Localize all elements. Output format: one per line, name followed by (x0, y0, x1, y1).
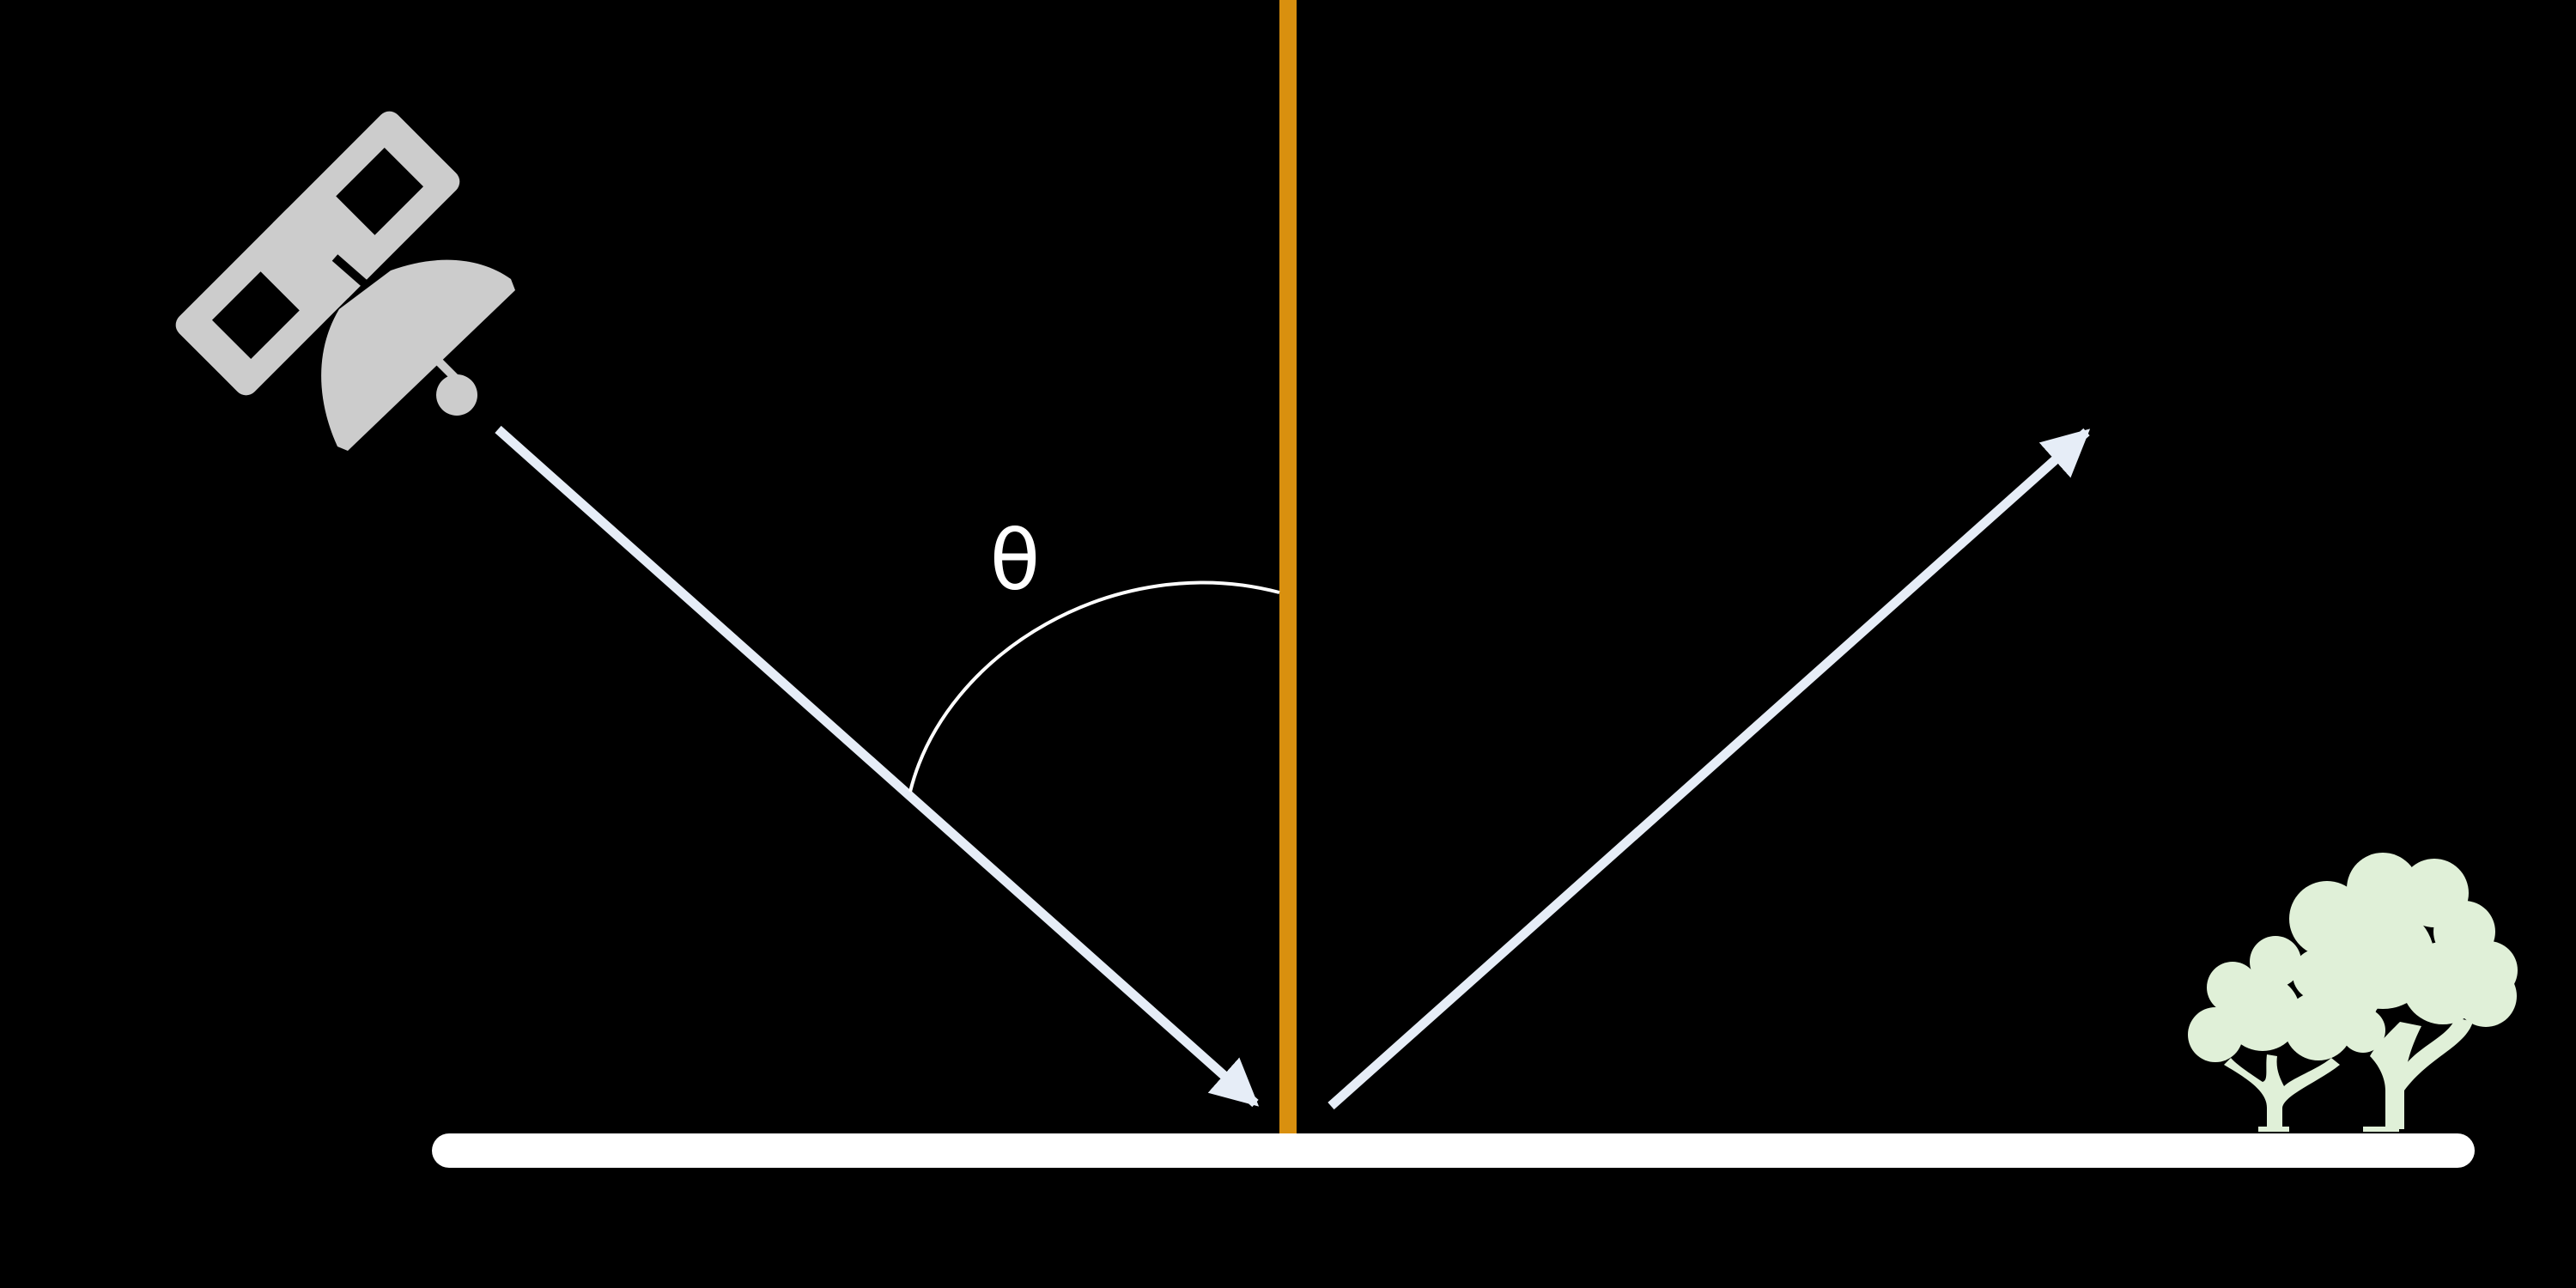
satellite-icon (175, 111, 515, 451)
reflected-ray (1327, 428, 2091, 1110)
angle-arc (908, 580, 1280, 793)
angle-label: θ (990, 513, 1041, 609)
tree-icon (2188, 936, 2385, 1132)
incident-ray (495, 425, 1260, 1108)
